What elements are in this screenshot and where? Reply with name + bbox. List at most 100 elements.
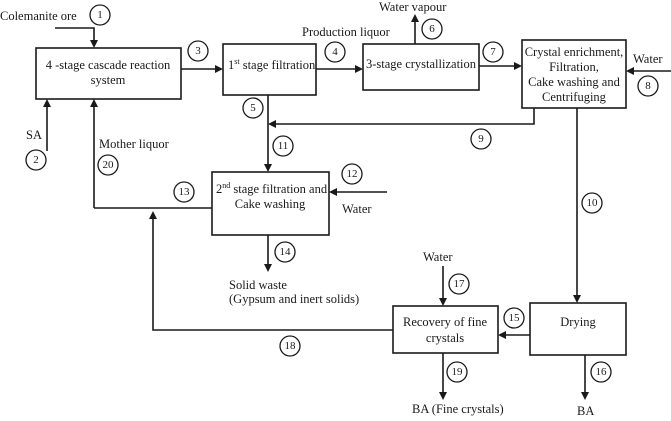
ba-label: BA — [577, 404, 594, 418]
stream-20-arrowhead — [90, 99, 98, 107]
stream-badge-2: 2 — [25, 149, 47, 171]
svg-text:17: 17 — [454, 278, 466, 290]
solid-waste-label-line1: Solid waste — [229, 278, 287, 292]
filtration1-unit-box — [222, 43, 317, 96]
reaction-unit-label-line1: 4 -stage cascade reaction — [46, 58, 171, 72]
stream-badge-13: 13 — [173, 181, 195, 203]
stream-9-line — [273, 108, 535, 125]
stream-badge-10: 10 — [581, 192, 603, 214]
stream-badge-12: 12 — [341, 163, 363, 185]
stream-15-arrowhead — [498, 331, 506, 339]
stream-17-arrowhead — [439, 298, 447, 306]
crystallization-unit-box — [362, 43, 480, 91]
mother-liquor-label: Mother liquor — [99, 137, 170, 151]
stream-1-arrowhead — [90, 40, 98, 48]
svg-text:18: 18 — [285, 340, 297, 352]
stream-badge-6: 6 — [421, 18, 443, 40]
svg-text:8: 8 — [645, 80, 651, 92]
recovery-unit-label-line2: crystals — [426, 331, 464, 345]
svg-text:9: 9 — [478, 133, 484, 145]
filtration1-unit-label: 1st stage filtration — [228, 57, 316, 72]
stream-badge-20: 20 — [97, 154, 119, 176]
svg-text:10: 10 — [587, 197, 599, 209]
svg-text:7: 7 — [490, 46, 496, 58]
stream-badge-7: 7 — [482, 41, 504, 63]
svg-text:16: 16 — [596, 366, 608, 378]
stream-badge-16: 16 — [590, 361, 612, 383]
enrichment-unit-label-line3: Cake washing and — [528, 75, 620, 89]
filtration1-prefix: 1 — [228, 58, 234, 72]
stream-badge-9: 9 — [470, 128, 492, 150]
water-vapour-label: Water vapour — [379, 0, 447, 14]
filtration1-sup: st — [234, 57, 240, 66]
water-17-label: Water — [423, 250, 453, 264]
stream-4-arrowhead — [355, 65, 363, 73]
colemanite-ore-label: Colemanite ore — [0, 9, 77, 23]
stream-badge-14: 14 — [274, 241, 296, 263]
stream-2-arrowhead — [43, 99, 51, 107]
recovery-unit-label-line1: Recovery of fine — [403, 315, 487, 329]
enrichment-unit-box — [521, 39, 627, 109]
enrichment-unit-label-line1: Crystal enrichment, — [525, 45, 624, 59]
filtration2-sup: nd — [222, 181, 230, 190]
water-8-label: Water — [633, 52, 663, 66]
filtration2-unit-box — [211, 171, 330, 236]
stream-11-arrowhead — [264, 164, 272, 172]
stream-12-arrowhead — [329, 188, 337, 196]
stream-badge-11: 11 — [272, 135, 294, 157]
recovery-unit-box — [392, 305, 499, 354]
filtration2-text: stage filtration and — [230, 182, 328, 196]
stream-10-arrowhead — [573, 295, 581, 303]
drying-unit-box — [529, 302, 627, 356]
svg-text:2: 2 — [33, 154, 39, 166]
drying-unit-label: Drying — [560, 315, 596, 329]
filtration2-prefix: 2 — [216, 182, 222, 196]
water-12-label: Water — [342, 202, 372, 216]
svg-text:20: 20 — [103, 159, 115, 171]
svg-text:6: 6 — [429, 23, 435, 35]
stream-6-arrowhead — [411, 14, 419, 22]
stream-16-arrowhead — [581, 392, 589, 400]
stream-badge-5: 5 — [242, 97, 264, 119]
stream-badge-19: 19 — [446, 361, 468, 383]
filtration2-unit-label-line2: Cake washing — [235, 197, 306, 211]
stream-18-arrowhead — [149, 211, 157, 219]
stream-1-line — [55, 27, 95, 44]
svg-text:15: 15 — [509, 312, 521, 324]
filtration2-unit-label-line1: 2nd stage filtration and — [216, 181, 328, 196]
svg-text:11: 11 — [278, 140, 289, 152]
svg-text:5: 5 — [250, 102, 256, 114]
enrichment-unit-label-line4: Centrifuging — [542, 90, 607, 104]
enrichment-unit-label-line2: Filtration, — [549, 60, 599, 74]
stream-19-arrowhead — [439, 392, 447, 400]
stream-badge-17: 17 — [448, 273, 470, 295]
sa-label: SA — [26, 128, 42, 142]
stream-badge-3: 3 — [187, 40, 209, 62]
svg-text:13: 13 — [179, 186, 191, 198]
production-liquor-label: Production liquor — [302, 25, 391, 39]
stream-3-arrowhead — [215, 65, 223, 73]
stream-9-arrowhead — [268, 120, 276, 128]
crystallization-unit-label: 3-stage crystallization — [366, 57, 477, 71]
stream-badge-15: 15 — [503, 307, 525, 329]
svg-text:19: 19 — [452, 366, 464, 378]
stream-badge-18: 18 — [279, 335, 301, 357]
reaction-unit-box — [35, 47, 182, 100]
svg-text:1: 1 — [97, 9, 103, 21]
filtration1-text: stage filtration — [240, 58, 316, 72]
stream-badge-1: 1 — [89, 4, 111, 26]
solid-waste-label-line2: (Gypsum and inert solids) — [229, 292, 359, 306]
svg-text:3: 3 — [195, 45, 201, 57]
ba-fine-crystals-label: BA (Fine crystals) — [412, 402, 504, 416]
reaction-unit-label-line2: system — [91, 73, 126, 87]
stream-badge-4: 4 — [324, 41, 346, 63]
stream-7-arrowhead — [514, 62, 522, 70]
svg-text:14: 14 — [280, 246, 292, 258]
stream-8-arrowhead — [626, 67, 634, 75]
stream-14-arrowhead — [264, 264, 272, 272]
svg-text:4: 4 — [332, 46, 338, 58]
stream-18-line — [152, 216, 393, 331]
stream-badge-8: 8 — [637, 75, 659, 97]
svg-text:12: 12 — [347, 168, 358, 180]
